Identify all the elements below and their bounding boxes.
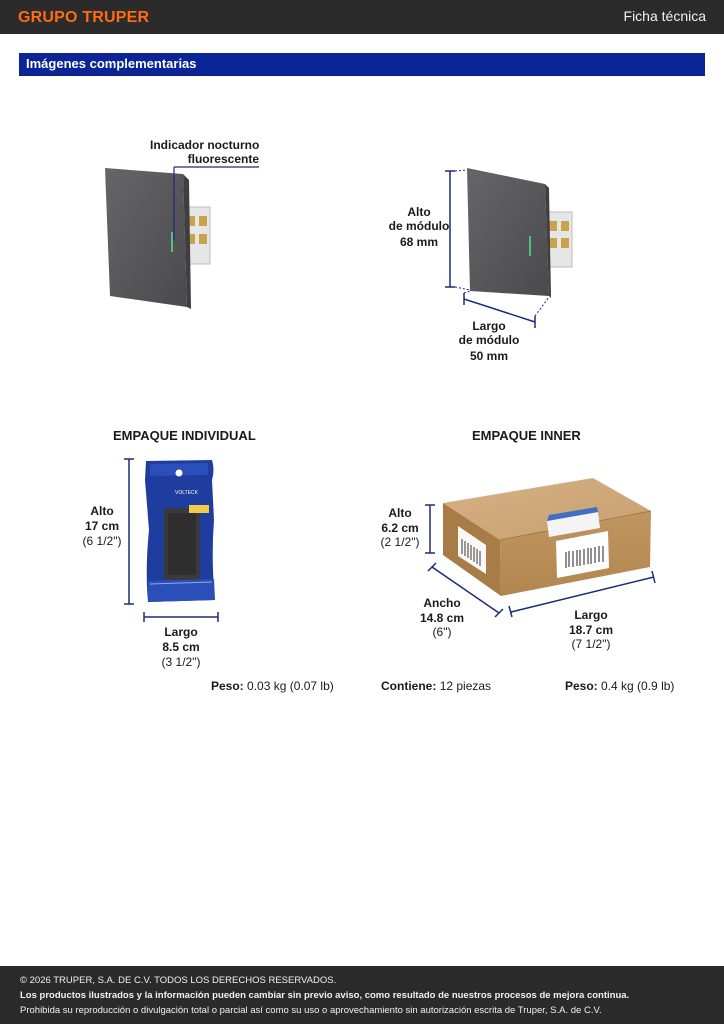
individual-package (145, 460, 215, 602)
inner-weight: Peso: 0.4 kg (0.9 lb) (565, 679, 674, 693)
alto-inner-inches: (2 1/2") (380, 535, 420, 549)
largo-modulo-label: Largo (472, 319, 506, 333)
inner-contents-value: 12 piezas (439, 679, 492, 693)
alto-inner-value: 6.2 cm (381, 521, 419, 535)
footer-copyright: © 2026 TRUPER, S.A. DE C.V. TODOS LOS DE… (20, 975, 337, 986)
section-title: Imágenes complementarias (26, 56, 197, 71)
footer: © 2026 TRUPER, S.A. DE C.V. TODOS LOS DE… (0, 966, 724, 1024)
footer-notice: Los productos ilustrados y la informació… (20, 990, 630, 1001)
inner-contents-label: Contiene: (381, 679, 437, 693)
individual-weight-value: 0.03 kg (0.07 lb) (247, 679, 334, 693)
switch-module-front (105, 168, 211, 309)
largo-inner-value: 18.7 cm (568, 623, 614, 637)
brand-logo: GRUPO TRUPER (18, 9, 150, 26)
largo-modulo-dimension (463, 298, 536, 323)
alto-individual-inches: (6 1/2") (82, 534, 122, 548)
alto-modulo-value: 68 mm (399, 235, 439, 249)
individual-weight: Peso: 0.03 kg (0.07 lb) (211, 679, 334, 693)
largo-modulo-label-2: de módulo (458, 333, 520, 347)
section-header: Imágenes complementarias (19, 53, 705, 76)
ancho-inner-inches: (6") (432, 625, 452, 639)
largo-inner-label: Largo (574, 608, 608, 622)
inner-weight-value: 0.4 kg (0.9 lb) (601, 679, 675, 693)
largo-inner-inches: (7 1/2") (571, 637, 611, 651)
inner-contents: Contiene: 12 piezas (381, 679, 491, 693)
alto-modulo-label-2: de módulo (388, 219, 450, 233)
alto-individual-label: Alto (90, 504, 114, 518)
indicator-label-line1: Indicador nocturno (150, 138, 260, 152)
inner-package-title: EMPAQUE INNER (472, 428, 581, 443)
largo-individual-value: 8.5 cm (162, 640, 200, 654)
indicator-label-line2: fluorescente (187, 152, 259, 166)
individual-package-title: EMPAQUE INDIVIDUAL (113, 428, 256, 443)
largo-modulo-value: 50 mm (469, 349, 509, 363)
alto-modulo-label: Alto (407, 205, 431, 219)
alto-inner-label: Alto (388, 506, 412, 520)
largo-inner-dimension (510, 576, 655, 613)
ancho-inner-dimension (431, 566, 500, 614)
switch-module-dimensioned (467, 168, 573, 298)
ancho-inner-value: 14.8 cm (419, 611, 465, 625)
pack-brand-text: VOLTECK (175, 490, 199, 496)
inner-box (443, 478, 652, 596)
individual-weight-label: Peso: (211, 679, 244, 693)
footer-prohibition: Prohibida su reproducción o divulgación … (20, 1005, 602, 1016)
top-bar: GRUPO TRUPER Ficha técnica (0, 0, 724, 34)
night-indicator-light (171, 232, 173, 252)
document-type: Ficha técnica (623, 8, 706, 24)
alto-individual-value: 17 cm (84, 519, 120, 533)
largo-individual-inches: (3 1/2") (161, 655, 201, 669)
ancho-inner-label: Ancho (423, 596, 461, 610)
largo-individual-label: Largo (164, 625, 198, 639)
inner-weight-label: Peso: (565, 679, 598, 693)
